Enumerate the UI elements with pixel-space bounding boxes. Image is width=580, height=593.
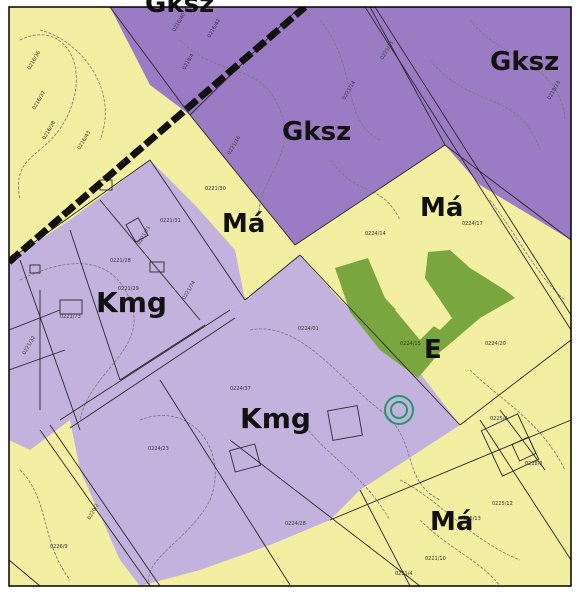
parcel-number: 0225/12 xyxy=(492,501,513,507)
e-forest-zone xyxy=(335,250,515,378)
parcel-number: 0224/17 xyxy=(462,221,483,227)
kmg-zone-left xyxy=(9,160,245,450)
gksz-zone-center xyxy=(190,7,445,245)
parcel-number: 0224/20 xyxy=(485,341,506,347)
zone-label-ma-center: Má xyxy=(222,209,265,239)
parcel-number: 0228/3 xyxy=(525,461,543,467)
parcel-number: 0221/28 xyxy=(110,258,131,264)
parcel-number: 0225/13 xyxy=(460,516,481,522)
parcel-number: 0224/23 xyxy=(148,446,169,452)
zone-label-kmg-left: Kmg xyxy=(96,286,167,319)
parcel-number: 0221/4 xyxy=(395,571,413,577)
parcel-number: 0224/28 xyxy=(285,521,306,527)
parcel-number: 0226/9 xyxy=(50,544,68,550)
parcel-number: 0225/4 xyxy=(490,416,508,422)
parcel-number: 0221/30 xyxy=(205,186,226,192)
gksz-zone-right xyxy=(370,7,571,240)
parcel-number: 0224/15 xyxy=(400,341,421,347)
parcel-number: 0224/01 xyxy=(298,326,319,332)
parcel-boundaries xyxy=(9,7,571,586)
parcel-number: 0224/14 xyxy=(365,231,386,237)
contour-lines xyxy=(18,19,566,586)
gksz-zone-top xyxy=(110,7,300,115)
parcel-number: 0221/10 xyxy=(425,556,446,562)
zone-label-kmg-center: Kmg xyxy=(240,402,311,435)
railway-line xyxy=(9,7,308,265)
location-marker-icon xyxy=(384,395,414,425)
zone-label-gksz-center: Gksz xyxy=(282,117,351,147)
zone-label-e-forest: E xyxy=(424,335,442,365)
parcel-number: 0224/37 xyxy=(230,386,251,392)
zone-label-ma-right: Má xyxy=(420,193,463,223)
kmg-zone-center xyxy=(70,255,460,586)
parcel-number: 0221/31 xyxy=(160,218,181,224)
kmg-zone-strip-left xyxy=(9,290,40,420)
e-forest-notch xyxy=(395,298,438,340)
zone-label-gksz-right: Gksz xyxy=(490,47,559,77)
building-outlines xyxy=(29,179,540,477)
zone-label-ma-bottom: Má xyxy=(430,507,473,537)
zone-label-gksz-top: Gksz xyxy=(145,0,214,19)
road-lines xyxy=(9,7,571,586)
parcel-number: 0221/73 xyxy=(60,314,81,320)
zone-labels: Gksz Gksz Gksz Má Má Má Kmg Kmg E xyxy=(96,0,559,537)
map-frame xyxy=(8,6,572,587)
parcel-number: 0221/29 xyxy=(118,286,139,292)
